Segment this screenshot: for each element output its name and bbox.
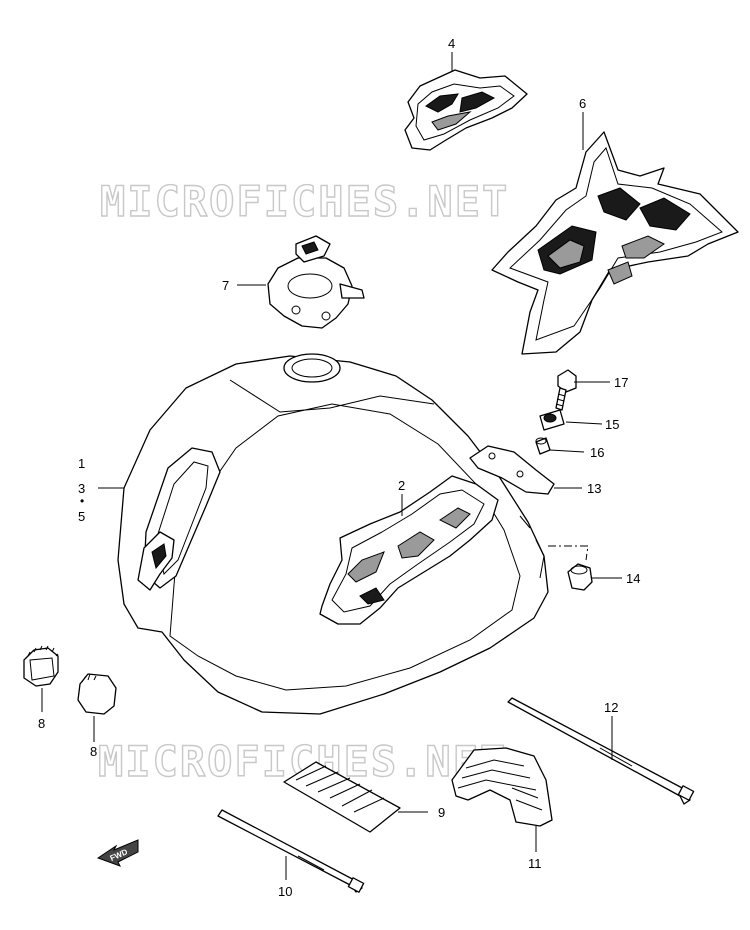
callout-4: 4 bbox=[448, 36, 455, 51]
callout-17: 17 bbox=[614, 375, 628, 390]
callout-7: 7 bbox=[222, 278, 229, 293]
cable-tie-right bbox=[507, 697, 695, 805]
callout-11: 11 bbox=[528, 856, 542, 871]
callout-8-right: 8 bbox=[90, 744, 97, 759]
callout-8-left: 8 bbox=[38, 716, 45, 731]
decal-dr200-large bbox=[491, 131, 739, 355]
bracket bbox=[469, 445, 555, 495]
bolt bbox=[555, 369, 577, 411]
callout-5: 5 bbox=[78, 509, 85, 524]
decal-dr-small bbox=[404, 69, 528, 151]
fuel-tank bbox=[117, 353, 549, 715]
callout-16: 16 bbox=[590, 445, 604, 460]
callout-2: 2 bbox=[398, 478, 405, 493]
rubber-cushion-large bbox=[451, 747, 553, 827]
callout-dot: • bbox=[80, 494, 84, 508]
rubber-cushion bbox=[567, 563, 593, 591]
fuel-cap bbox=[267, 235, 365, 329]
callout-3: 3 bbox=[78, 481, 85, 496]
grommet-right bbox=[77, 673, 117, 715]
callout-15: 15 bbox=[605, 417, 619, 432]
grommet-left bbox=[23, 645, 59, 687]
callout-14: 14 bbox=[626, 571, 640, 586]
cable-tie-left bbox=[217, 809, 365, 893]
watermark-top: MICROFICHES.NET bbox=[100, 177, 509, 226]
callout-9: 9 bbox=[438, 805, 445, 820]
fwd-arrow-icon: FWD bbox=[96, 839, 139, 867]
callout-6: 6 bbox=[579, 96, 586, 111]
washer bbox=[539, 409, 565, 431]
callout-12: 12 bbox=[604, 700, 618, 715]
callout-10: 10 bbox=[278, 884, 292, 899]
spacer bbox=[535, 437, 551, 455]
leader-lines bbox=[41, 52, 622, 880]
tank-decal bbox=[319, 475, 499, 625]
tank-pad bbox=[283, 761, 401, 833]
callout-1: 1 bbox=[78, 456, 85, 471]
callout-13: 13 bbox=[587, 481, 601, 496]
